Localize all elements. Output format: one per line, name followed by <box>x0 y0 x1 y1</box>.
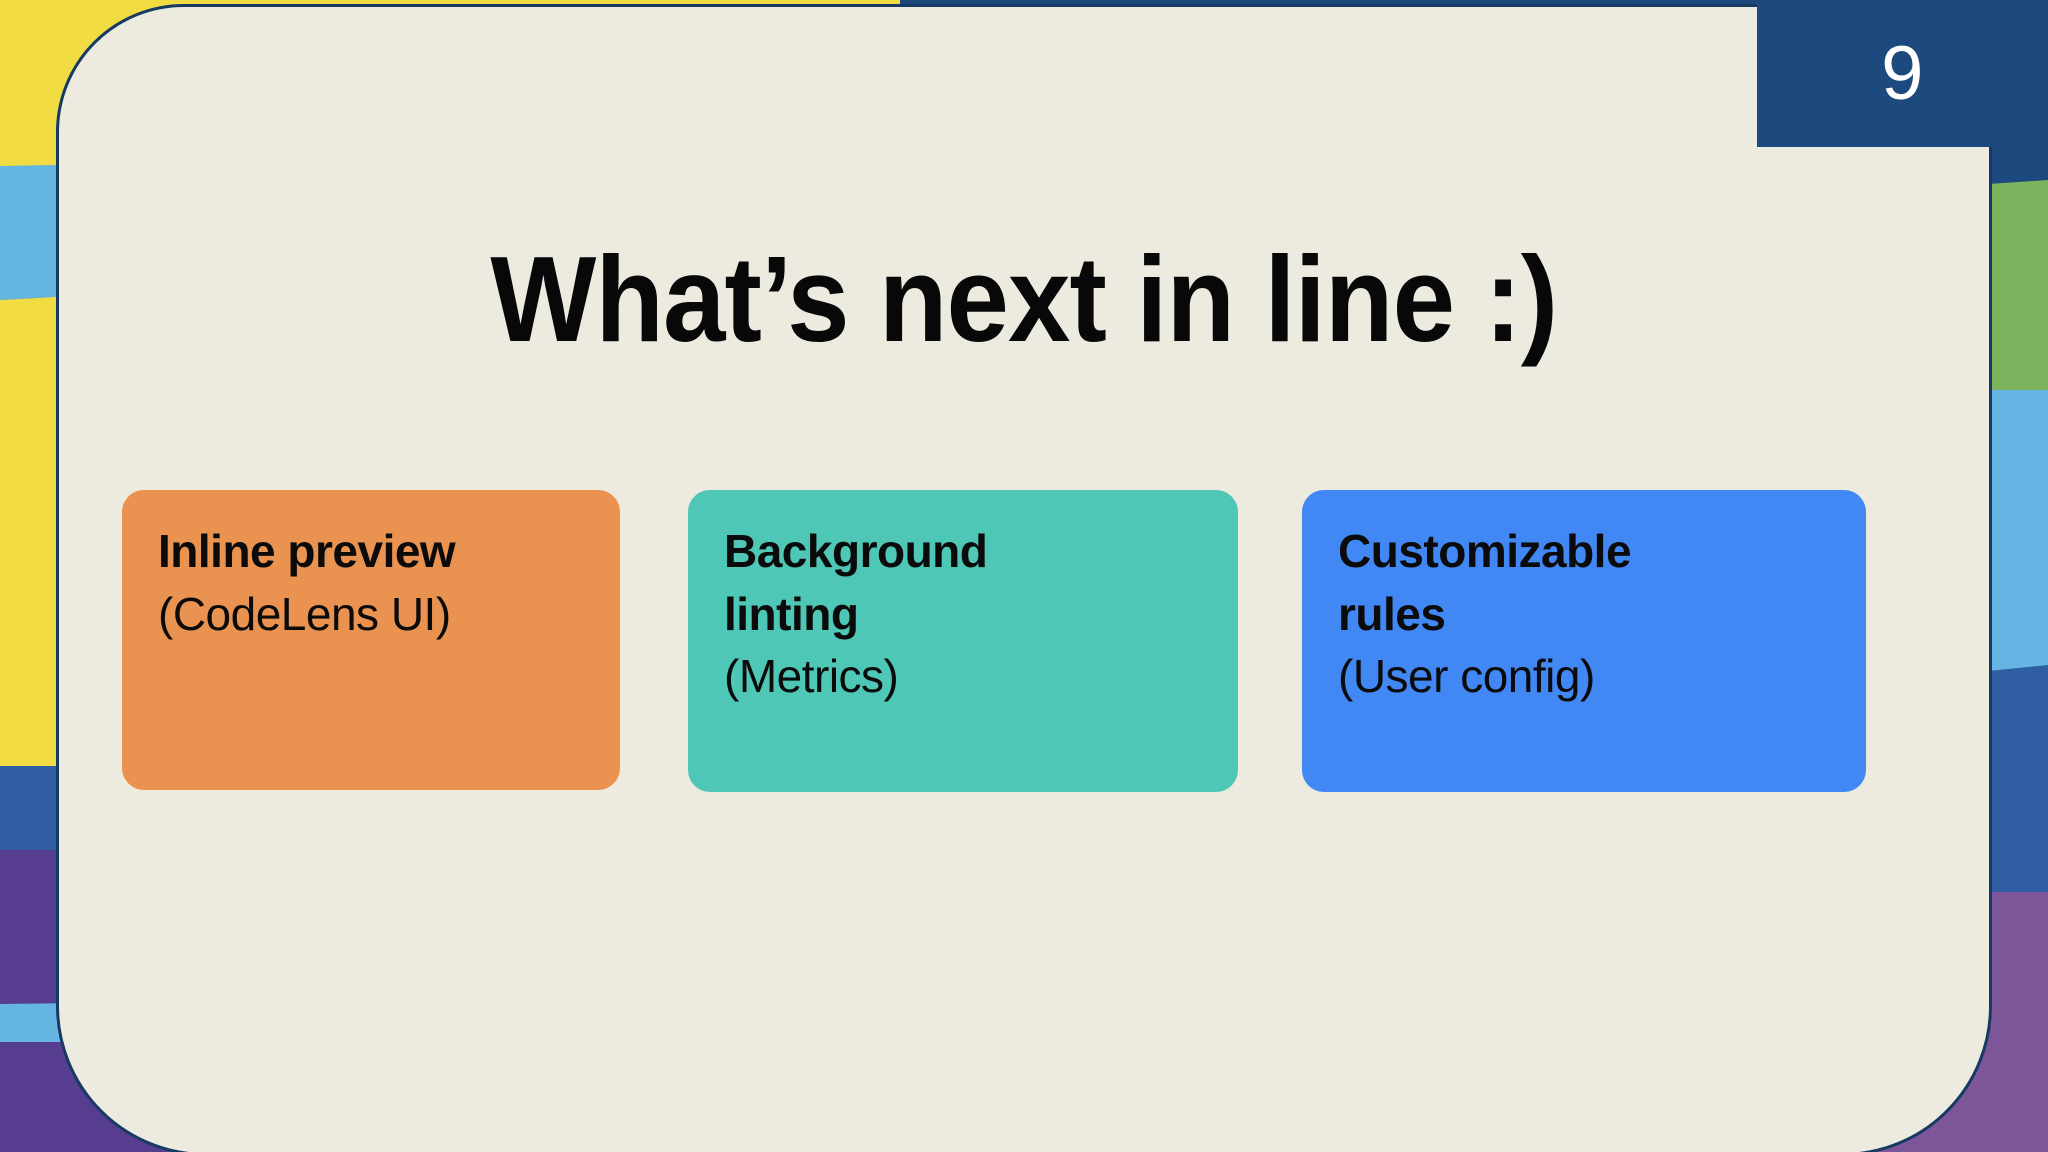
feature-card-subline: (Metrics) <box>724 650 899 703</box>
feature-card-headline: Inline preview <box>158 525 456 577</box>
feature-card-customizable-rules[interactable]: Customizable rules (User config) <box>1302 490 1866 792</box>
page-number-text: 9 <box>1881 30 1924 116</box>
page-number-badge: 9 <box>1757 0 2048 147</box>
feature-card-headline: Background linting <box>724 525 988 640</box>
feature-card-inline-preview[interactable]: Inline preview (CodeLens UI) <box>122 490 620 790</box>
feature-card-headline: Customizable rules <box>1338 525 1632 640</box>
feature-card-background-linting[interactable]: Background linting (Metrics) <box>688 490 1238 792</box>
page-title: What’s next in line :) <box>56 238 1992 360</box>
feature-card-subline: (CodeLens UI) <box>158 587 451 640</box>
feature-card-subline: (User config) <box>1338 650 1595 703</box>
feature-card-row: Inline preview (CodeLens UI) Background … <box>122 490 1866 792</box>
page-title-text: What’s next in line :) <box>490 231 1559 367</box>
